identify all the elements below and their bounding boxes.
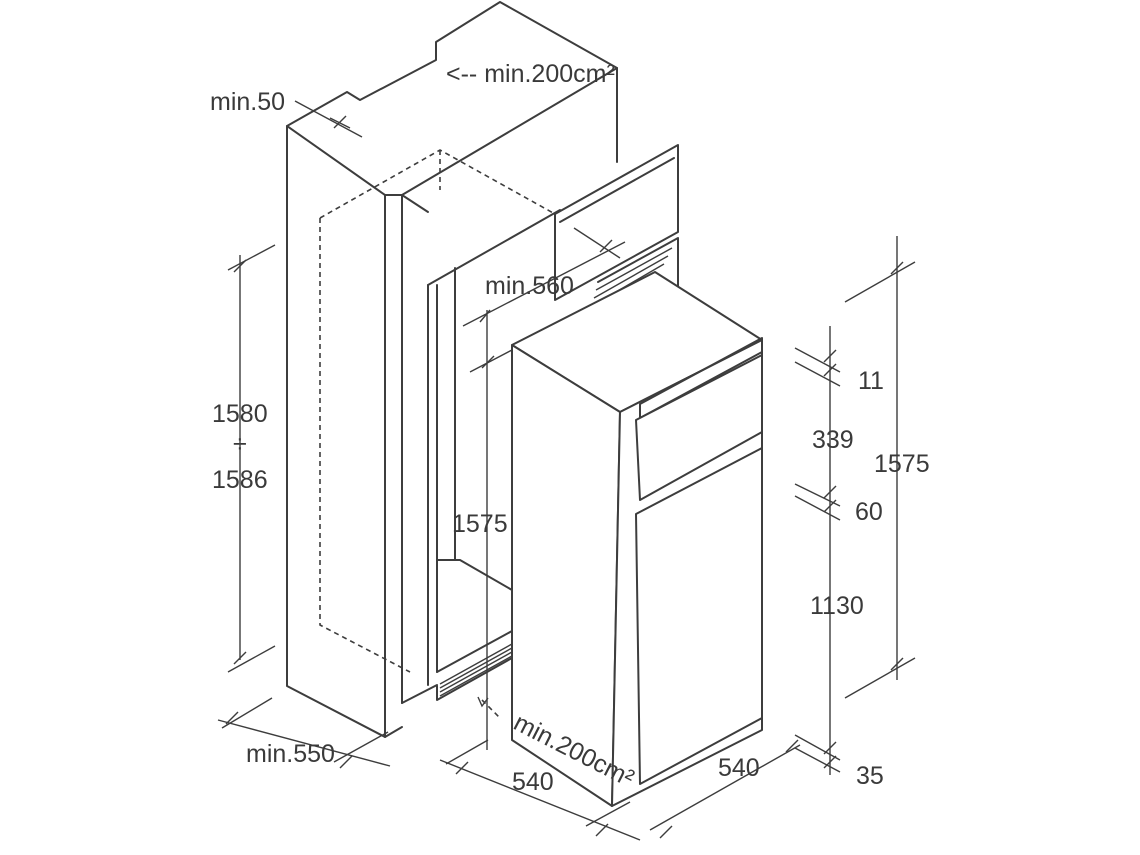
niche-height-2-label: 1586 (212, 466, 268, 494)
appliance-depth-label: 540 (718, 754, 760, 782)
niche-height-sep-label: ÷ (233, 430, 247, 458)
dim-35-label: 35 (856, 762, 884, 790)
appliance (511, 271, 763, 807)
niche-depth-label: min.550 (246, 740, 335, 768)
dim-339-label: 339 (812, 426, 854, 454)
dim-1130-label: 1130 (810, 592, 864, 620)
inner-height-label: 1575 (452, 510, 508, 538)
total-height-label: 1575 (874, 450, 930, 478)
niche-height-1-label: 1580 (212, 400, 268, 428)
dim-60-label: 60 (855, 498, 883, 526)
appliance-width-label: 540 (512, 768, 554, 796)
dimension-lines (217, 100, 916, 841)
niche-width-label: min.560 (485, 272, 574, 300)
gap-top-label: min.50 (210, 88, 285, 116)
vent-top-label: <-- min.200cm² (446, 60, 615, 88)
dim-11-label: 11 (858, 367, 884, 395)
